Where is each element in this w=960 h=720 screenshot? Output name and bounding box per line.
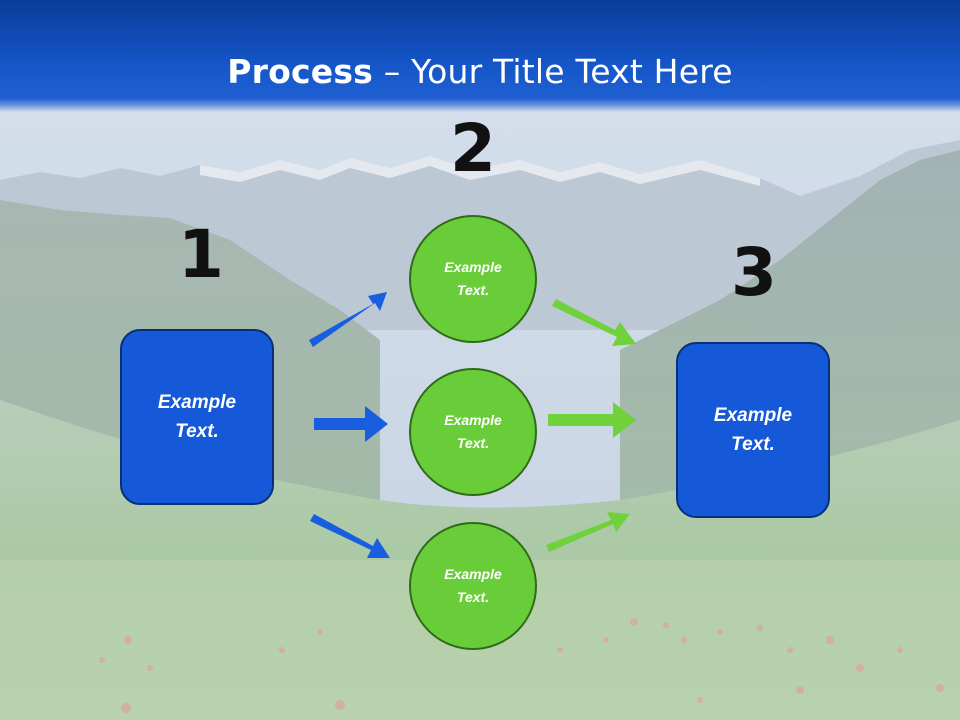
arrow-to-middle-circle bbox=[314, 406, 388, 442]
step1-box-line1: Example bbox=[157, 392, 237, 413]
step-number-3: 3 bbox=[731, 234, 777, 311]
circle-top-line2: Text. bbox=[456, 282, 490, 298]
arrow-to-bottom-circle bbox=[310, 514, 390, 558]
step2-circle-bottom[interactable]: Example Text. bbox=[409, 522, 537, 650]
slide-title: Process – Your Title Text Here bbox=[0, 52, 960, 91]
step3-box[interactable]: Example Text. bbox=[676, 342, 830, 518]
step3-box-line1: Example bbox=[713, 405, 793, 426]
circle-middle-line1: Example bbox=[444, 412, 502, 428]
circle-middle-line2: Text. bbox=[456, 435, 490, 451]
arrow-from-bottom-circle bbox=[546, 512, 630, 552]
circle-bottom-line1: Example bbox=[444, 566, 502, 582]
step1-box[interactable]: Example Text. bbox=[120, 329, 274, 505]
title-bold: Process bbox=[227, 52, 374, 91]
step1-box-line2: Text. bbox=[175, 421, 219, 442]
arrow-from-top-circle bbox=[552, 299, 636, 346]
circle-bottom-line2: Text. bbox=[456, 589, 490, 605]
step-number-1: 1 bbox=[178, 216, 224, 293]
arrow-from-middle-circle bbox=[548, 402, 636, 438]
arrow-to-top-circle bbox=[309, 292, 387, 347]
title-banner bbox=[0, 0, 960, 112]
step2-circle-middle[interactable]: Example Text. bbox=[409, 368, 537, 496]
step2-circle-top[interactable]: Example Text. bbox=[409, 215, 537, 343]
step3-box-line2: Text. bbox=[731, 434, 775, 455]
circle-top-line1: Example bbox=[444, 259, 502, 275]
title-rest: – Your Title Text Here bbox=[373, 52, 733, 91]
step-number-2: 2 bbox=[450, 110, 496, 187]
